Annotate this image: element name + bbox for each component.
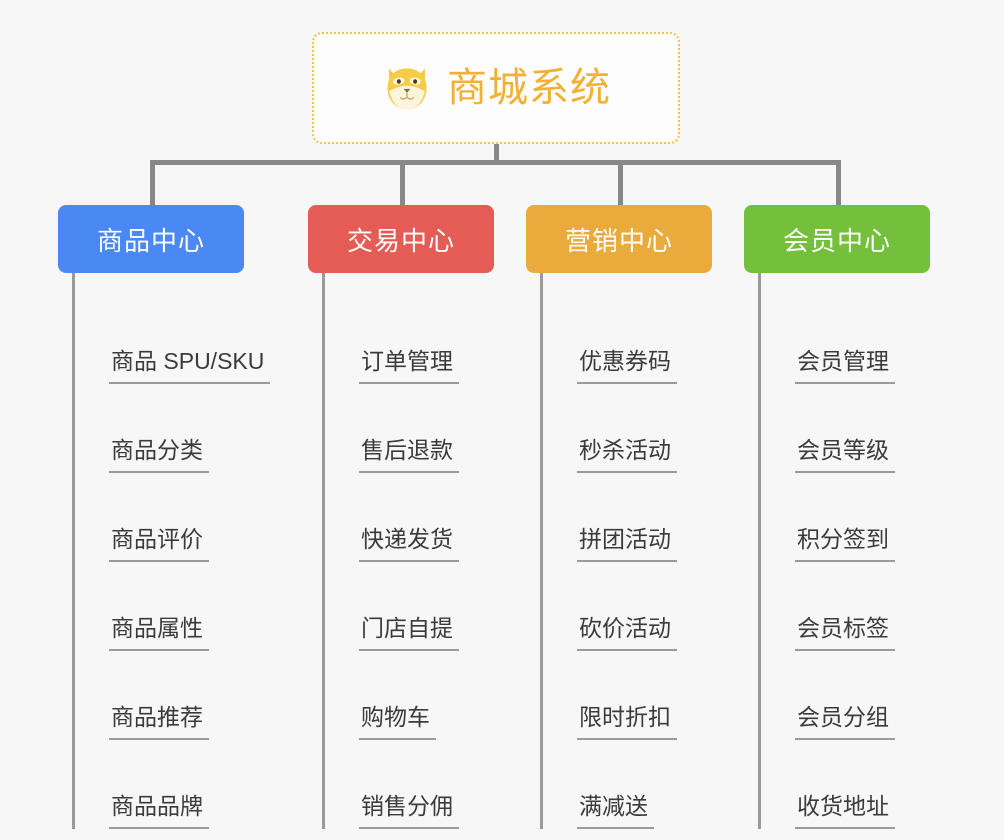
leaf-label: 拼团活动 [577, 525, 677, 562]
branch-label-1: 商品中心 [96, 225, 205, 256]
leaf-list-2: 订单管理 售后退款 快递发货 门店自提 购物车 销售分佣 [322, 273, 494, 829]
root-node[interactable]: 商城系统 [312, 32, 680, 144]
list-item[interactable]: 购物车 [325, 651, 494, 740]
list-item[interactable]: 门店自提 [325, 562, 494, 651]
connector-drop-3 [618, 160, 623, 205]
branch-column-2: 交易中心 订单管理 售后退款 快递发货 门店自提 购物车 销售分佣 [308, 205, 494, 829]
leaf-label: 订单管理 [359, 347, 459, 384]
list-item[interactable]: 秒杀活动 [543, 384, 712, 473]
connector-stem [494, 144, 499, 164]
branch-header-4[interactable]: 会员中心 [744, 205, 930, 273]
list-item[interactable]: 快递发货 [325, 473, 494, 562]
branch-column-3: 营销中心 优惠券码 秒杀活动 拼团活动 砍价活动 限时折扣 满减送 [526, 205, 712, 829]
list-item[interactable]: 优惠券码 [543, 295, 712, 384]
leaf-label: 快递发货 [359, 525, 459, 562]
leaf-label: 满减送 [577, 792, 654, 829]
list-item[interactable]: 商品属性 [75, 562, 278, 651]
list-item[interactable]: 满减送 [543, 740, 712, 829]
leaf-label: 会员等级 [795, 436, 895, 473]
list-item[interactable]: 商品 SPU/SKU [75, 295, 278, 384]
list-item[interactable]: 订单管理 [325, 295, 494, 384]
leaf-label: 商品分类 [109, 436, 209, 473]
branch-column-1: 商品中心 商品 SPU/SKU 商品分类 商品评价 商品属性 商品推荐 商品品牌 [58, 205, 278, 829]
leaf-label: 秒杀活动 [577, 436, 677, 473]
branch-header-2[interactable]: 交易中心 [308, 205, 494, 273]
leaf-label: 积分签到 [795, 525, 895, 562]
leaf-label: 商品 SPU/SKU [109, 347, 271, 384]
branch-header-1[interactable]: 商品中心 [58, 205, 244, 273]
list-item[interactable]: 商品品牌 [75, 740, 278, 829]
list-item[interactable]: 会员标签 [761, 562, 930, 651]
list-item[interactable]: 销售分佣 [325, 740, 494, 829]
connector-bus [150, 160, 840, 165]
list-item[interactable]: 会员分组 [761, 651, 930, 740]
leaf-label: 销售分佣 [359, 792, 459, 829]
leaf-label: 商品属性 [109, 614, 209, 651]
leaf-label: 门店自提 [359, 614, 459, 651]
connector-drop-2 [400, 160, 405, 205]
leaf-label: 砍价活动 [577, 614, 677, 651]
connector-drop-1 [150, 160, 155, 205]
leaf-label: 收货地址 [795, 792, 895, 829]
root-title: 商城系统 [447, 66, 611, 110]
leaf-label: 售后退款 [359, 436, 459, 473]
list-item[interactable]: 会员等级 [761, 384, 930, 473]
list-item[interactable]: 砍价活动 [543, 562, 712, 651]
branch-column-4: 会员中心 会员管理 会员等级 积分签到 会员标签 会员分组 收货地址 [744, 205, 930, 829]
list-item[interactable]: 积分签到 [761, 473, 930, 562]
dog-face-icon [387, 68, 427, 110]
leaf-list-3: 优惠券码 秒杀活动 拼团活动 砍价活动 限时折扣 满减送 [540, 273, 712, 829]
list-item[interactable]: 收货地址 [761, 740, 930, 829]
leaf-label: 购物车 [359, 703, 436, 740]
list-item[interactable]: 商品分类 [75, 384, 278, 473]
branch-label-3: 营销中心 [564, 225, 673, 256]
branch-label-4: 会员中心 [782, 225, 891, 256]
leaf-label: 限时折扣 [577, 703, 677, 740]
leaf-label: 商品品牌 [109, 792, 209, 829]
leaf-label: 会员标签 [795, 614, 895, 651]
leaf-list-1: 商品 SPU/SKU 商品分类 商品评价 商品属性 商品推荐 商品品牌 [72, 273, 278, 829]
branch-label-2: 交易中心 [346, 225, 455, 256]
leaf-label: 商品推荐 [109, 703, 209, 740]
leaf-list-4: 会员管理 会员等级 积分签到 会员标签 会员分组 收货地址 [758, 273, 930, 829]
branch-header-3[interactable]: 营销中心 [526, 205, 712, 273]
leaf-label: 会员管理 [795, 347, 895, 384]
list-item[interactable]: 售后退款 [325, 384, 494, 473]
list-item[interactable]: 会员管理 [761, 295, 930, 384]
list-item[interactable]: 商品评价 [75, 473, 278, 562]
connector-drop-4 [836, 160, 841, 205]
leaf-label: 商品评价 [109, 525, 209, 562]
leaf-label: 优惠券码 [577, 347, 677, 384]
list-item[interactable]: 拼团活动 [543, 473, 712, 562]
list-item[interactable]: 商品推荐 [75, 651, 278, 740]
leaf-label: 会员分组 [795, 703, 895, 740]
list-item[interactable]: 限时折扣 [543, 651, 712, 740]
